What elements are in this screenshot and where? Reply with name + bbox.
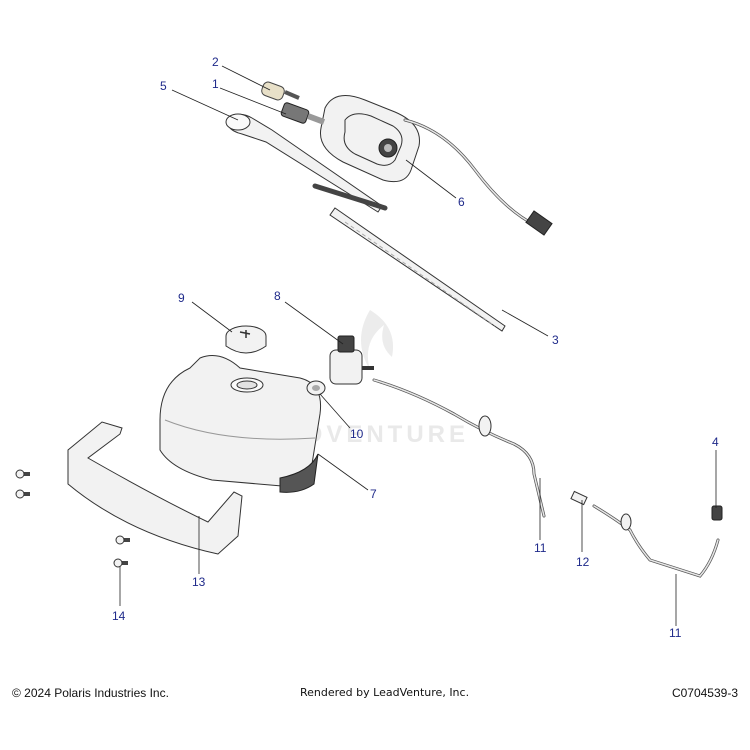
wiper-motor-assembly xyxy=(225,81,553,332)
callout-3: 3 xyxy=(552,333,559,347)
callout-12: 12 xyxy=(576,555,590,569)
leader-lines xyxy=(119,65,717,626)
footer-diagram-code: C0704539-3 xyxy=(671,686,738,700)
callout-14: 14 xyxy=(112,609,126,623)
washer-reservoir-assembly xyxy=(15,325,723,578)
callout-4: 4 xyxy=(712,435,719,449)
bolts xyxy=(15,469,130,568)
callout-11-upper: 11 xyxy=(534,541,547,555)
part-1-spindle xyxy=(280,102,326,125)
callout-7: 7 xyxy=(370,487,377,501)
callout-6: 6 xyxy=(458,195,465,209)
part-2-nut xyxy=(261,81,300,101)
callout-13: 13 xyxy=(192,575,206,589)
callout-1: 1 xyxy=(212,77,219,91)
callout-9: 9 xyxy=(178,291,185,305)
callout-11-lower: 11 xyxy=(669,626,682,640)
callout-5: 5 xyxy=(160,79,167,93)
callout-10: 10 xyxy=(350,427,364,441)
callouts: 2 1 5 6 3 9 8 10 7 4 11 12 11 13 14 xyxy=(112,55,719,640)
callout-2: 2 xyxy=(212,55,219,69)
footer-copyright: © 2024 Polaris Industries Inc. xyxy=(12,686,169,700)
callout-8: 8 xyxy=(274,289,281,303)
footer-rendered-by: Rendered by LeadVenture, Inc. xyxy=(300,686,470,699)
